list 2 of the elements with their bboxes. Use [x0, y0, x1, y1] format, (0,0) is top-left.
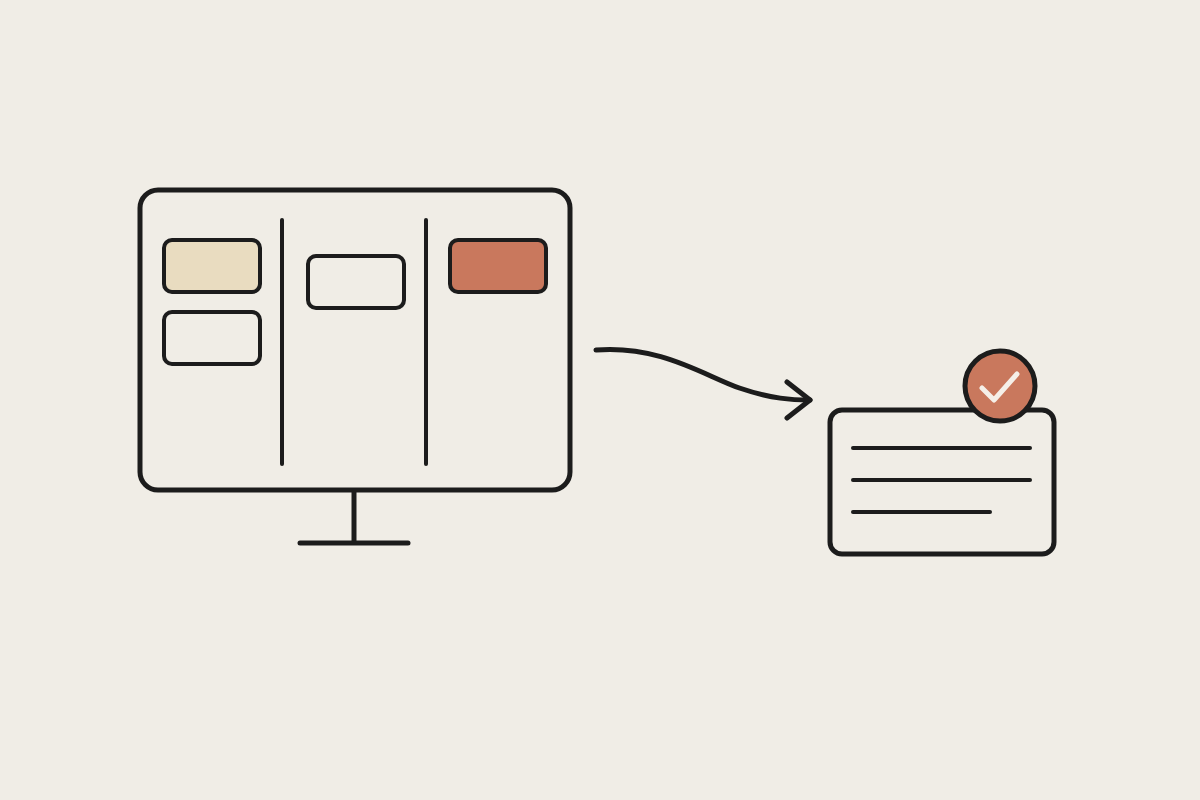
monitor-illustration: [136, 186, 574, 548]
arrow: [593, 346, 813, 421]
